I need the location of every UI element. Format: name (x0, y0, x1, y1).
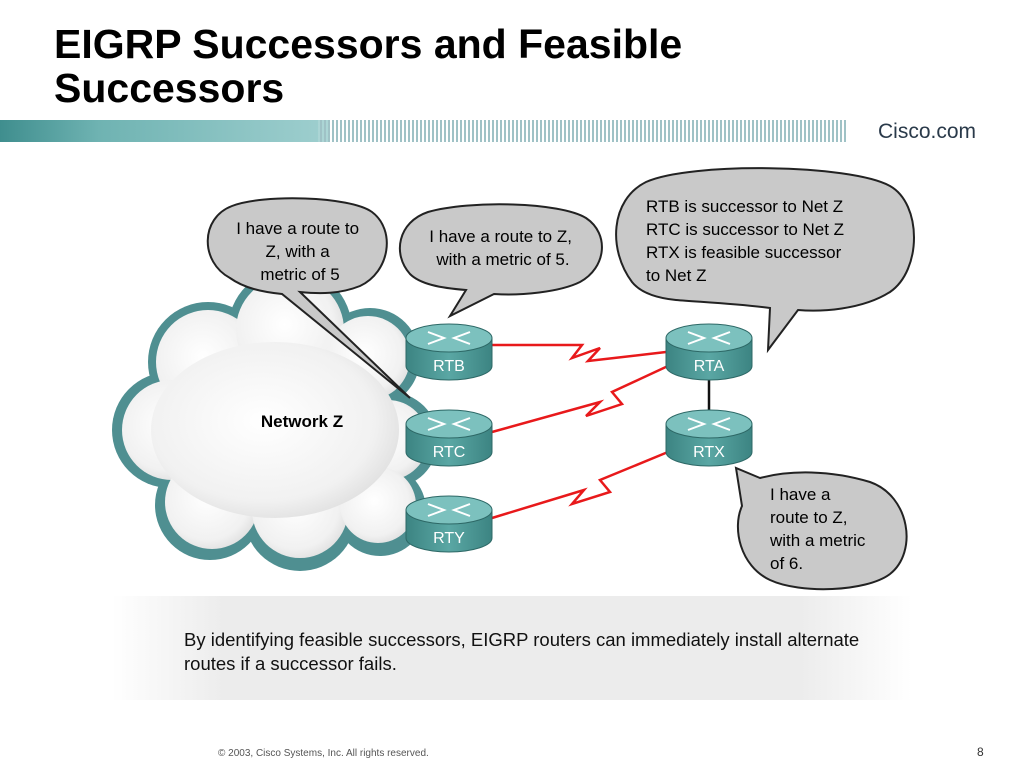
rtc-bubble-line-1: I have a route to (236, 219, 359, 238)
rtb-bubble-line-1: I have a route to Z, (429, 227, 572, 246)
router-rtc: RTC (405, 409, 493, 467)
rtx-speech-bubble: I have a route to Z, with a metric of 6. (734, 466, 908, 591)
rta-bubble-line-1: RTB is successor to Net Z (646, 197, 843, 216)
router-rtx: RTX (665, 409, 753, 467)
rtc-bubble-line-3: metric of 5 (260, 265, 339, 284)
router-rtb-label: RTB (433, 358, 465, 375)
cisco-logo: Cisco.com (878, 120, 977, 143)
svg-text:I have a route to Z, wit: I have a route to Z, with a metric of 5 (236, 219, 364, 284)
rtc-speech-bubble: I have a route to Z, with a metric of 5 (206, 197, 411, 399)
router-arrows-icon (427, 331, 471, 345)
network-diagram: Network Z I have a route to Z, with a me… (112, 167, 915, 591)
footer-copyright: © 2003, Cisco Systems, Inc. All rights r… (218, 748, 429, 759)
router-rta-label: RTA (694, 358, 725, 375)
link-rtc-rta (491, 364, 669, 434)
router-rtx-label: RTX (693, 444, 725, 461)
router-rty-label: RTY (433, 530, 465, 547)
rta-speech-bubble: RTB is successor to Net Z RTC is success… (615, 167, 915, 354)
rta-bubble-line-2: RTC is successor to Net Z (646, 220, 844, 239)
svg-text:I have a route to Z, wit: I have a route to Z, with a metric of 5. (429, 227, 576, 269)
router-rtc-label: RTC (433, 444, 466, 461)
page-number: 8 (977, 745, 984, 759)
rtx-bubble-line-2: route to Z, (770, 508, 847, 527)
title-accent-bar (0, 120, 848, 142)
slide-title: EIGRP Successors and Feasible Successors (54, 21, 683, 111)
rtx-bubble-line-4: of 6. (770, 554, 803, 573)
rtx-bubble-line-1: I have a (770, 485, 831, 504)
caption-box (112, 596, 912, 700)
rtb-speech-bubble: I have a route to Z, with a metric of 5. (398, 203, 603, 319)
router-arrows-icon (427, 417, 471, 431)
router-arrows-icon (687, 417, 731, 431)
router-rtb: RTB (405, 323, 493, 381)
rtc-bubble-line-2: Z, with a (266, 242, 331, 261)
network-z-label: Network Z (261, 412, 343, 431)
router-arrows-icon (687, 331, 731, 345)
router-arrows-icon (427, 503, 471, 517)
rtx-bubble-line-3: with a metric (769, 531, 866, 550)
svg-text:RTB is successor to Net Z: RTB is successor to Net Z RTC is success… (646, 197, 849, 285)
svg-text:I have a route to Z,: I have a route to Z, with a metric of 6. (769, 485, 870, 573)
rta-bubble-line-4: to Net Z (646, 266, 706, 285)
link-rty-rtx (491, 450, 669, 520)
router-rty: RTY (405, 495, 493, 553)
rta-bubble-line-3: RTX is feasible successor (646, 243, 842, 262)
link-rtb-rta (492, 343, 667, 363)
router-rta: RTA (665, 323, 753, 381)
rtb-bubble-line-2: with a metric of 5. (435, 250, 569, 269)
slide-caption: By identifying feasible successors, EIGR… (184, 629, 860, 674)
